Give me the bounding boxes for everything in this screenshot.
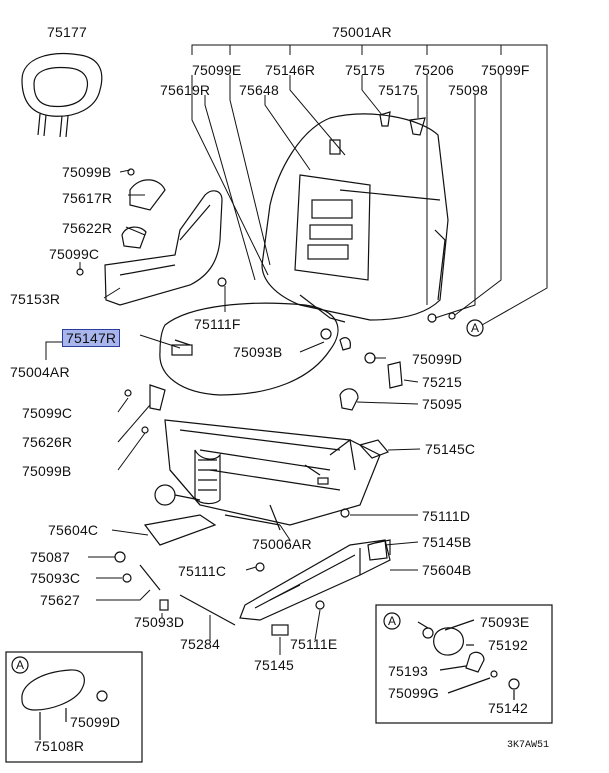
part-75145c-drawing xyxy=(358,439,390,459)
label-75604b: 75604B xyxy=(422,562,472,578)
ref-circle-inset-left xyxy=(11,656,29,674)
bolt-75111d-drawing xyxy=(340,508,350,518)
label-75111d: 75111D xyxy=(422,508,471,524)
label-75177: 75177 xyxy=(47,24,87,40)
cap-75087-drawing xyxy=(114,551,126,563)
ref-circle-inset-right xyxy=(383,612,401,630)
nut-75093d-drawing xyxy=(159,599,169,611)
bolt-75111e-drawing xyxy=(315,600,325,610)
label-75001ar: 75001AR xyxy=(332,24,392,40)
bolt-75111f-drawing xyxy=(217,277,227,287)
label-75087: 75087 xyxy=(30,549,70,565)
label-75099b: 75099B xyxy=(62,164,112,180)
seat-base-drawing xyxy=(143,419,381,546)
label-75175-a: 75175 xyxy=(345,62,385,78)
label-75627: 75627 xyxy=(40,592,80,608)
inset-box-knob xyxy=(375,604,553,724)
label-75006ar: 75006AR xyxy=(252,536,312,552)
nut-75093c-drawing xyxy=(122,573,132,583)
label-75098: 75098 xyxy=(448,82,488,98)
label-75215: 75215 xyxy=(422,374,462,390)
label-75099c: 75099C xyxy=(22,405,73,421)
ref-marker-main: A xyxy=(471,321,480,335)
label-75111e: 75111E xyxy=(290,636,338,652)
label-75111f: 75111F xyxy=(194,316,241,332)
label-75193: 75193 xyxy=(388,663,428,679)
label-75175-b: 75175 xyxy=(378,82,418,98)
seat-cushion-drawing xyxy=(159,302,339,396)
label-75111c: 75111C xyxy=(178,563,227,579)
screw-75099c-drawing xyxy=(124,389,132,397)
armrest-drawing xyxy=(21,669,85,711)
label-75099e: 75099E xyxy=(192,62,242,78)
label-75626r: 75626R xyxy=(22,434,73,450)
side-trim-drawing xyxy=(104,190,223,306)
ref-marker-inset-right: A xyxy=(388,614,397,628)
clip-75622r-drawing xyxy=(121,226,147,249)
screw-75099f-drawing xyxy=(448,312,456,320)
diagram-code: 3K7AW51 xyxy=(507,740,550,751)
label-75622r: 75622R xyxy=(62,220,113,236)
ref-circle-main xyxy=(466,319,484,337)
label-75648: 75648 xyxy=(239,82,279,98)
knob-75193-drawing xyxy=(465,651,485,673)
inset-box-armrest xyxy=(5,651,143,763)
label-75099b-low: 75099B xyxy=(22,463,72,479)
bracket-75626r-drawing xyxy=(149,384,166,411)
label-75093b: 75093B xyxy=(233,344,283,360)
clip-75175b-drawing xyxy=(409,117,426,136)
label-75145b: 75145B xyxy=(422,534,472,550)
label-75095: 75095 xyxy=(422,396,462,412)
leader-lines xyxy=(45,44,548,655)
part-75145b-drawing xyxy=(367,539,388,561)
label-75147r-highlighted[interactable]: 75147R xyxy=(62,329,121,347)
label-75284: 75284 xyxy=(180,636,220,652)
label-75619r: 75619R xyxy=(160,82,211,98)
label-75145: 75145 xyxy=(254,657,294,673)
label-75099g: 75099G xyxy=(388,685,440,701)
screw-75099b-low-drawing xyxy=(141,426,149,434)
label-75145c: 75145C xyxy=(425,441,476,457)
label-75206: 75206 xyxy=(414,62,454,78)
bolt-75099d-drawing xyxy=(364,352,376,364)
label-75093d: 75093D xyxy=(134,614,185,630)
cable-75284-drawing xyxy=(179,594,236,626)
label-75142: 75142 xyxy=(488,700,528,716)
label-75153r: 75153R xyxy=(10,291,61,307)
bolt-75111c-drawing xyxy=(255,562,265,572)
right-rail-drawing xyxy=(239,539,391,621)
clip-75175a-drawing xyxy=(379,111,391,127)
label-75004ar: 75004AR xyxy=(10,364,70,380)
part-75215-drawing xyxy=(387,361,403,389)
label-75093e: 75093E xyxy=(480,614,530,630)
label-75099d-inset: 75099D xyxy=(70,714,121,730)
label-75099c-top: 75099C xyxy=(49,246,100,262)
label-75099f: 75099F xyxy=(481,62,530,78)
washer-75098-drawing xyxy=(427,313,437,323)
screw-75099b-drawing xyxy=(127,168,135,176)
nut-75093b-drawing xyxy=(320,328,332,340)
cap-75145-drawing xyxy=(271,624,289,636)
label-75099d: 75099D xyxy=(412,351,463,367)
label-75093c: 75093C xyxy=(30,570,81,586)
label-75604c: 75604C xyxy=(48,522,99,538)
cable-75627-drawing xyxy=(139,564,161,591)
clip-75617r-drawing xyxy=(129,179,166,211)
headrest-drawing xyxy=(21,52,103,138)
label-75192: 75192 xyxy=(488,637,528,653)
label-75617r: 75617R xyxy=(62,190,113,206)
ref-marker-inset-left: A xyxy=(16,658,25,672)
part-75095-drawing xyxy=(339,388,359,411)
label-75146r: 75146R xyxy=(265,62,316,78)
label-75108r: 75108R xyxy=(34,738,85,754)
knob-75192-drawing xyxy=(433,627,464,656)
seat-back-frame-drawing xyxy=(261,113,449,323)
